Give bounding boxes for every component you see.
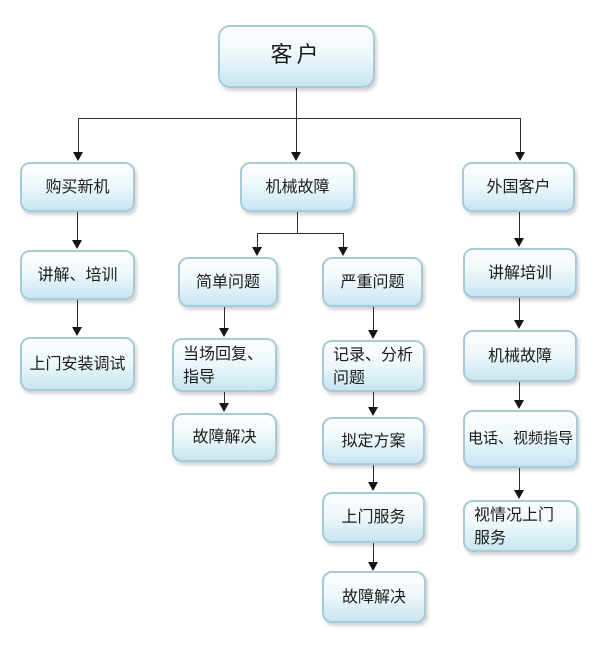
connector-reply-to-resolved xyxy=(224,392,225,403)
arrowhead-to-serious-problem xyxy=(338,247,348,256)
connector-training-to-install xyxy=(77,300,78,327)
connector-training-to-failure xyxy=(519,298,520,320)
arrowhead-phone-to-situational xyxy=(514,490,524,499)
connector-record-to-plan xyxy=(373,392,374,407)
node-buy-new-machine: 购买新机 xyxy=(20,162,135,212)
connector-to-mechanical-failure xyxy=(296,118,297,152)
connector-to-serious-problem xyxy=(343,233,344,247)
connector-to-foreign-customer xyxy=(520,118,521,152)
arrowhead-foreign-to-training xyxy=(514,238,524,247)
node-customer: 客户 xyxy=(218,25,375,88)
connector-simple-to-reply xyxy=(224,307,225,328)
arrowhead-record-to-plan xyxy=(368,407,378,416)
node-onsite-reply-guidance: 当场回复、指导 xyxy=(172,338,277,392)
arrowhead-plan-to-service xyxy=(368,482,378,491)
connector-service-to-resolved xyxy=(373,543,374,562)
node-onsite-service: 上门服务 xyxy=(322,492,425,543)
connector-to-simple-problem xyxy=(257,233,258,247)
arrowhead-buy-to-training xyxy=(72,240,82,249)
connector-to-buy-new-machine xyxy=(78,118,79,152)
connector-plan-to-service xyxy=(373,465,374,482)
node-phone-video-guidance: 电话、视频指导 xyxy=(463,410,578,468)
connector-customer-trunk xyxy=(296,88,297,118)
node-situational-onsite-service: 视情况上门服务 xyxy=(463,500,578,552)
arrowhead-reply-to-resolved xyxy=(219,403,229,412)
arrowhead-to-mechanical-failure xyxy=(291,152,301,161)
node-draft-plan: 拟定方案 xyxy=(322,417,425,465)
connector-failure-to-phone xyxy=(519,382,520,400)
node-onsite-install-debug: 上门安装调试 xyxy=(20,337,135,391)
arrowhead-service-to-resolved xyxy=(368,562,378,571)
arrowhead-failure-to-phone xyxy=(514,400,524,409)
connector-customer-split-bar xyxy=(78,118,520,119)
arrowhead-to-foreign-customer xyxy=(515,152,525,161)
connector-mech-failure-trunk xyxy=(297,212,298,233)
node-serious-problem: 严重问题 xyxy=(322,257,423,307)
connector-mech-failure-split-bar xyxy=(257,233,343,234)
node-mechanical-failure: 机械故障 xyxy=(240,162,355,212)
node-explain-training-right: 讲解培训 xyxy=(463,248,577,298)
arrowhead-to-buy-new-machine xyxy=(73,152,83,161)
arrowhead-simple-to-reply xyxy=(219,328,229,337)
connector-buy-to-training xyxy=(77,212,78,240)
node-fault-resolved-left: 故障解决 xyxy=(172,413,277,462)
node-foreign-customer: 外国客户 xyxy=(462,162,575,212)
arrowhead-to-simple-problem xyxy=(252,247,262,256)
arrowhead-serious-to-record xyxy=(368,330,378,339)
connector-foreign-to-training xyxy=(519,212,520,238)
arrowhead-training-to-install xyxy=(72,327,82,336)
connector-phone-to-situational xyxy=(519,468,520,490)
node-mechanical-failure-right: 机械故障 xyxy=(463,330,577,382)
node-fault-resolved-bottom: 故障解决 xyxy=(322,571,426,623)
node-record-analyze-problem: 记录、分析问题 xyxy=(322,340,425,392)
node-explain-training-left: 讲解、培训 xyxy=(20,250,135,300)
arrowhead-training-to-failure xyxy=(514,320,524,329)
connector-serious-to-record xyxy=(373,307,374,330)
node-simple-problem: 简单问题 xyxy=(178,257,278,307)
